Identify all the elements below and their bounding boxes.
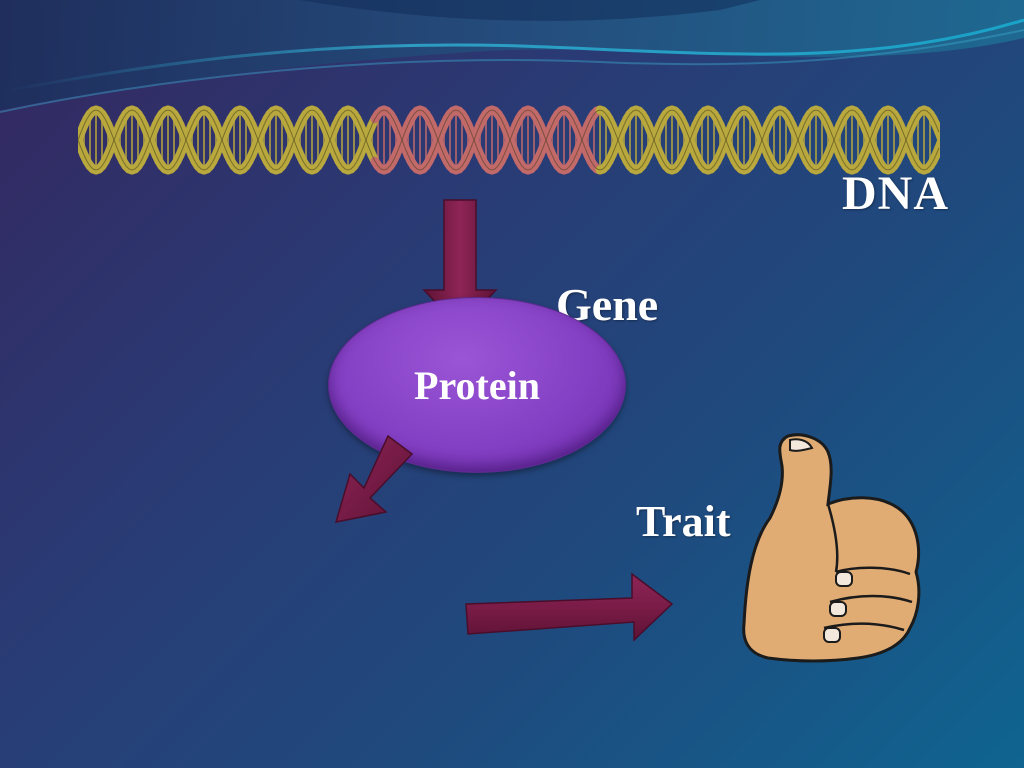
arrow-right-icon <box>465 572 674 642</box>
dna-double-helix-icon <box>78 105 940 175</box>
protein-ellipse: Protein <box>328 297 626 473</box>
arrow-down-left-icon <box>334 434 414 523</box>
protein-label: Protein <box>414 363 540 408</box>
decorative-wave <box>0 0 1024 113</box>
thumbs-up-hand-icon <box>742 433 921 663</box>
dna-label: DNA <box>842 167 949 220</box>
trait-label: Trait <box>636 497 731 546</box>
